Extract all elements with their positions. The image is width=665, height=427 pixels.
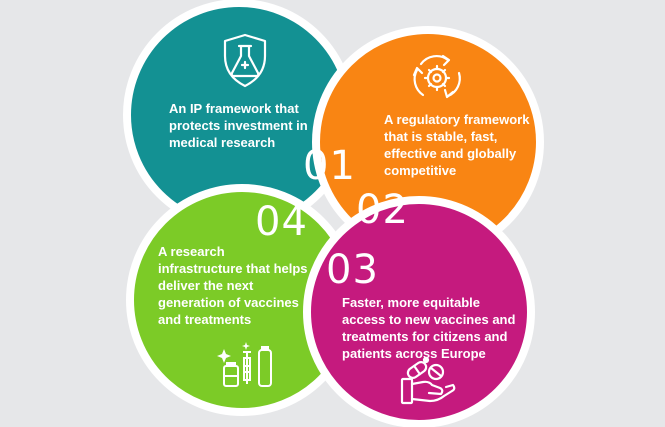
gear-cycle-arrows-icon [412, 54, 461, 99]
pillar-04-number: 04 [255, 199, 308, 245]
hand-holding-pills-icon [400, 356, 456, 405]
circle-03-magenta [303, 196, 535, 427]
pillar-04-text: A research infrastructure that helps del… [158, 244, 308, 327]
lab-flask-shield-icon [223, 33, 267, 88]
vials-syringe-icon [217, 342, 272, 387]
pillar-03-text: Faster, more equitable access to new vac… [342, 295, 516, 361]
pillar-01-number: 01 [303, 143, 356, 189]
pillar-03-number: 03 [326, 247, 379, 293]
pillar-01-text: An IP framework that protects investment… [169, 101, 308, 150]
pillar-02-text: A regulatory framework that is stable, f… [384, 112, 530, 178]
pillar-02-number: 02 [356, 187, 409, 233]
